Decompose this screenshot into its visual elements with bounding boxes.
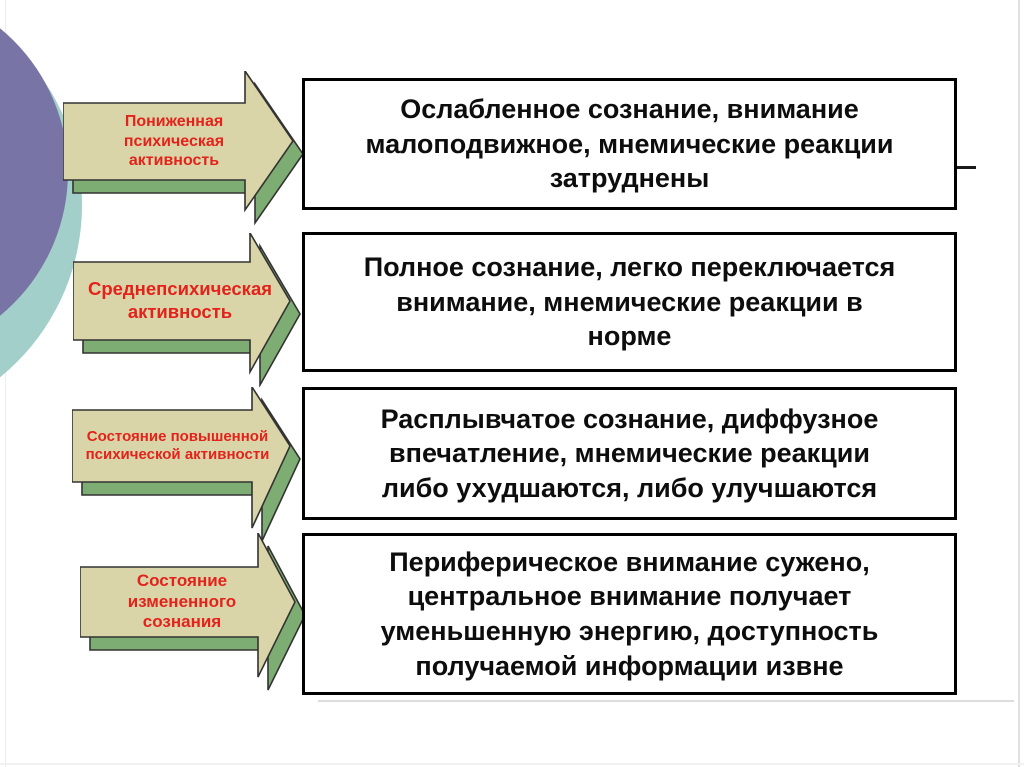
arrow-body-4 [80, 533, 296, 678]
flow-arrow-1 [63, 71, 304, 226]
result-box-2: Полное сознание, легко переключается вни… [302, 232, 957, 372]
arrow-body-3 [72, 387, 291, 529]
result-box-4: Периферическое внимание сужено, централь… [302, 533, 957, 695]
slide-right-edge-line [1018, 0, 1020, 767]
slide-left-edge-line [5, 0, 6, 767]
arrow-label-3: Состояние повышенной психической активно… [85, 427, 270, 463]
flow-arrow-3 [72, 387, 301, 542]
result-box-3: Расплывчатое сознание, диффузное впечатл… [302, 387, 957, 520]
flow-arrow-2 [73, 233, 301, 387]
arrow-label-1: Пониженная психическая активность [123, 113, 225, 170]
flow-arrow-4 [80, 533, 306, 691]
arrow-body-1 [63, 71, 294, 213]
slide-bottom-edge-line [0, 763, 1024, 765]
arrow-label-2: Среднепсихическая активность [87, 278, 273, 322]
connector-dash [956, 166, 976, 169]
divider-line [318, 700, 1014, 702]
arrow-label-4: Состояние измененного сознания [127, 570, 237, 632]
arrow-body-2 [73, 233, 291, 376]
result-box-1: Ослабленное сознание, внимание малоподви… [302, 78, 957, 210]
